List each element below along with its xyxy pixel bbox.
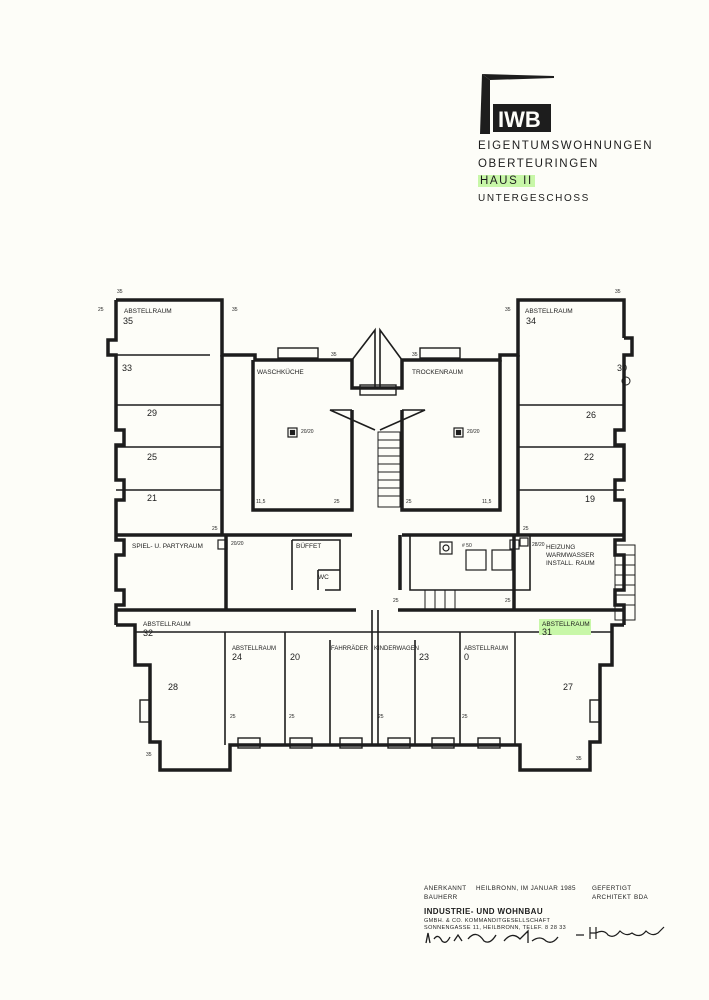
title-line-3-wrap: HAUS II xyxy=(478,175,535,187)
dimensions: 25 35 35 35 35 35 35 20/20 20/20 11,5 25… xyxy=(98,289,621,762)
footer-firma-2: GMBH. & CO. KOMMANDITGESELLSCHAFT xyxy=(424,918,551,924)
dim-25-e: 25 xyxy=(523,526,529,532)
dim-35-a: 35 xyxy=(117,289,123,295)
label-32: 32 xyxy=(143,628,153,638)
label-0: 0 xyxy=(464,652,469,662)
dim-11-5-b: 11,5 xyxy=(482,499,492,505)
dim-25-b: 25 xyxy=(334,499,340,505)
label-26: 26 xyxy=(586,410,596,420)
label-22: 22 xyxy=(584,452,594,462)
label-partyraum: SPIEL- U. PARTYRAUM xyxy=(132,543,203,550)
logo-text: IWB xyxy=(498,107,541,132)
label-34: 34 xyxy=(526,316,536,326)
label-buffet: BÜFFET xyxy=(296,542,321,550)
window-wells xyxy=(139,347,601,749)
dim-35-b: 35 xyxy=(232,307,238,313)
label-heizung-3: INSTALL. RAUM xyxy=(546,560,595,567)
dim-25-c: 25 xyxy=(406,499,412,505)
dim-50: # 50 xyxy=(462,543,472,549)
label-abstellraum-0: ABSTELLRAUM xyxy=(464,646,508,652)
dim-25-d: 25 xyxy=(212,526,218,532)
title-line-3: HAUS II xyxy=(478,175,535,187)
label-23: 23 xyxy=(419,652,429,662)
label-kinderwagen: KINDERWAGEN xyxy=(374,646,419,652)
footer-ort: HEILBRONN, IM JANUAR 1985 xyxy=(476,885,576,892)
label-abstellraum-31: ABSTELLRAUM xyxy=(542,621,590,628)
dim-28-20: 28/20 xyxy=(532,542,545,548)
label-abstellraum-32: ABSTELLRAUM xyxy=(143,621,191,628)
dim-35-g: 35 xyxy=(146,752,152,758)
label-trockenraum: TROCKENRAUM xyxy=(412,369,463,376)
label-27: 27 xyxy=(563,682,573,692)
label-abstellraum-35: ABSTELLRAUM xyxy=(124,308,172,315)
dim-20-20-b: 20/20 xyxy=(467,429,480,435)
dim-35-e: 35 xyxy=(505,307,511,313)
bauherr-signature xyxy=(425,929,559,944)
label-wc: WC xyxy=(318,574,329,581)
thin-walls xyxy=(116,327,624,745)
label-21: 21 xyxy=(147,493,157,503)
footer-firma-1: INDUSTRIE- UND WOHNBAU xyxy=(424,907,544,916)
footer-anerkannt: ANERKANNT xyxy=(424,885,467,892)
label-waschkueche: WASCHKÜCHE xyxy=(257,368,304,376)
label-heizung-1: HEIZUNG xyxy=(546,544,575,551)
footer-bauherr: BAUHERR xyxy=(424,894,458,901)
room-labels: ABSTELLRAUM 35 33 29 25 21 WASCHKÜCHE TR… xyxy=(122,308,627,692)
dim-25-j: 25 xyxy=(378,714,384,720)
label-abstellraum-34: ABSTELLRAUM xyxy=(525,308,573,315)
title-line-4: UNTERGESCHOSS xyxy=(478,193,590,204)
stairs xyxy=(377,431,636,621)
label-24: 24 xyxy=(232,652,242,662)
label-20: 20 xyxy=(290,652,300,662)
footer-gefertigt: GEFERTIGT xyxy=(592,885,632,892)
shafts xyxy=(217,427,529,571)
circle-marker xyxy=(621,376,631,386)
highlight-abstellraum-31 xyxy=(539,619,591,635)
title-line-2: OBERTEURINGEN xyxy=(478,158,599,170)
dim-20-20-a: 20/20 xyxy=(301,429,314,435)
label-30: 30 xyxy=(617,363,627,373)
dim-35-c: 35 xyxy=(331,352,337,358)
architekt-signature xyxy=(576,926,665,939)
dim-25-h: 25 xyxy=(230,714,236,720)
walls xyxy=(106,298,634,772)
dim-25-f: 25 xyxy=(393,598,399,604)
label-19: 19 xyxy=(585,494,595,504)
dim-35-d: 35 xyxy=(412,352,418,358)
footer-bda: BDA xyxy=(634,894,649,901)
label-28: 28 xyxy=(168,682,178,692)
dim-20-20-c: 20/20 xyxy=(231,541,244,547)
dim-25-a: 25 xyxy=(98,307,104,313)
label-25: 25 xyxy=(147,452,157,462)
dim-25-g: 25 xyxy=(505,598,511,604)
label-29: 29 xyxy=(147,408,157,418)
dim-11-5-a: 11,5 xyxy=(256,499,266,505)
footer-firma-3: SONNENGASSE 11, HEILBRONN, TELEF. 8 28 3… xyxy=(424,925,567,931)
dim-35-f: 35 xyxy=(615,289,621,295)
label-33: 33 xyxy=(122,363,132,373)
title-line-1: EIGENTUMSWOHNUNGEN xyxy=(478,140,654,152)
label-heizung-2: WARMWASSER xyxy=(546,552,595,559)
iwb-logo: IWB xyxy=(480,74,554,134)
dim-25-i: 25 xyxy=(289,714,295,720)
label-35: 35 xyxy=(123,316,133,326)
label-abstellraum-24: ABSTELLRAUM xyxy=(232,646,276,652)
dim-35-h: 35 xyxy=(576,756,582,762)
label-31: 31 xyxy=(542,627,552,637)
dim-25-k: 25 xyxy=(462,714,468,720)
footer-architekt: ARCHITEKT xyxy=(592,894,632,901)
label-fahrraeder: FAHRRÄDER xyxy=(331,645,369,652)
